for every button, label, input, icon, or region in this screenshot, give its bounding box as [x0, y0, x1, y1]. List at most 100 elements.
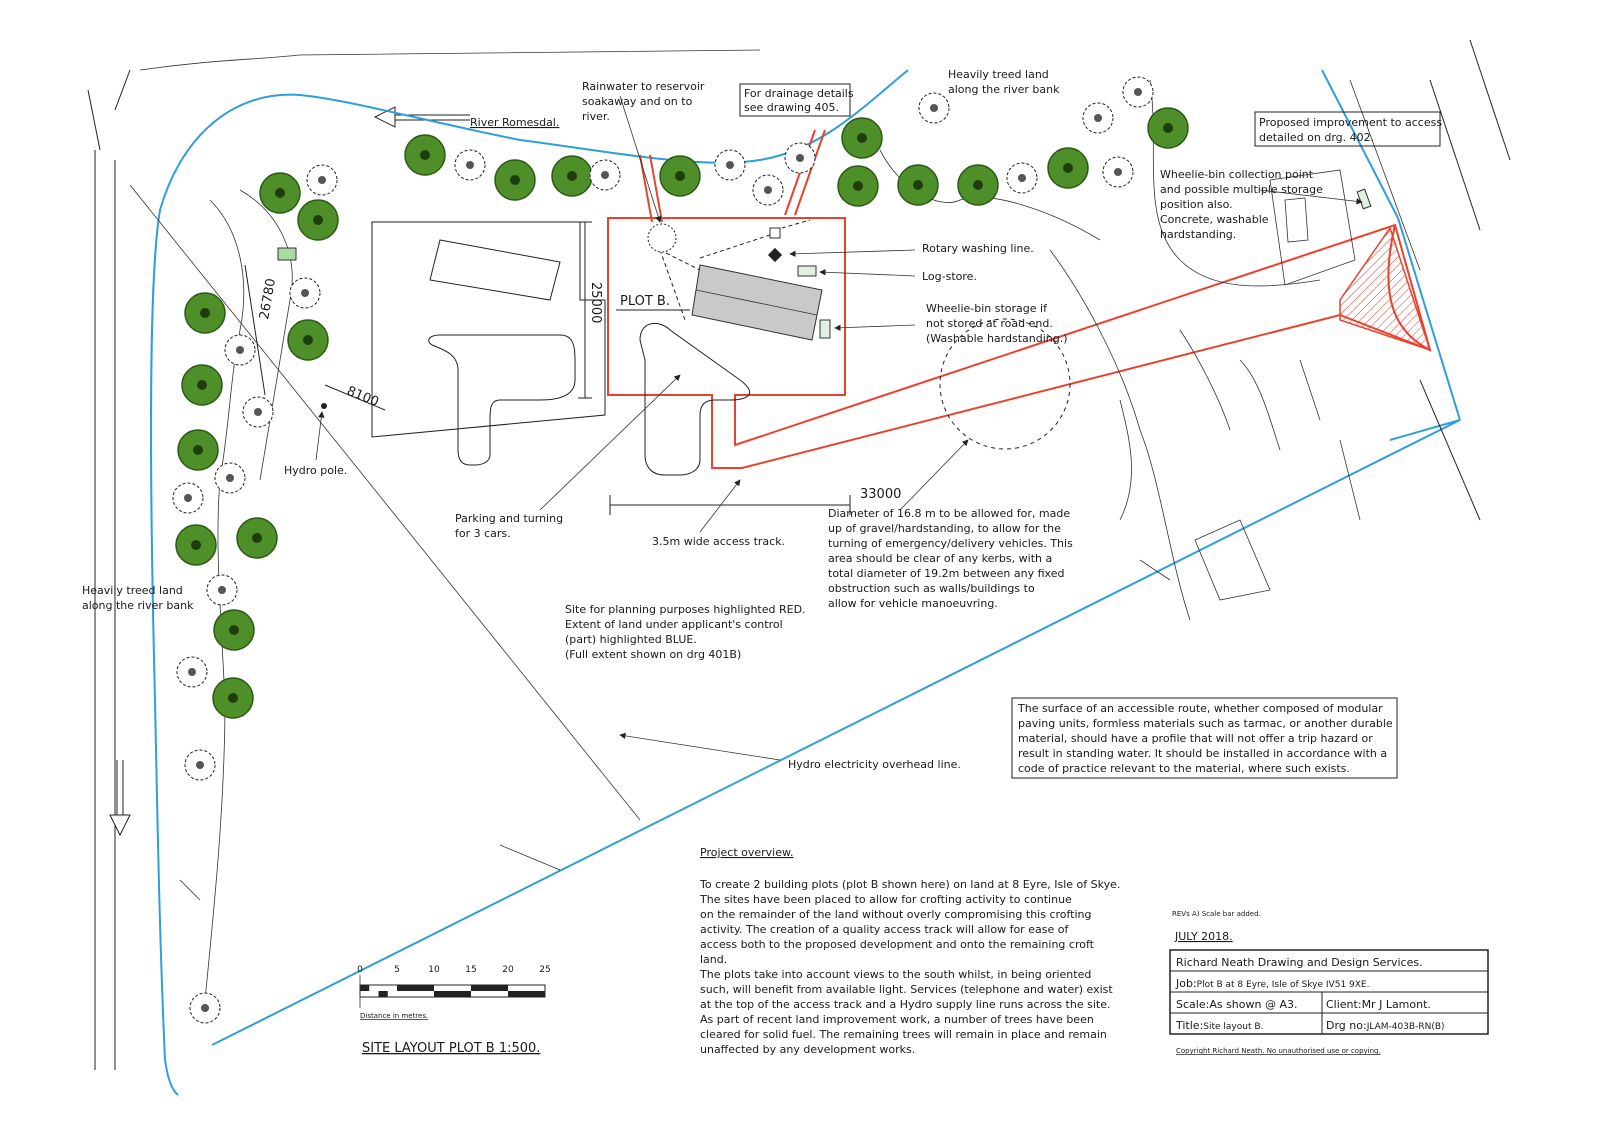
client-field: Client:Mr J Lamont. [1326, 998, 1431, 1011]
job-value: Plot B at 8 Eyre, Isle of Skye IV51 9XE. [1197, 980, 1370, 990]
leader-lines [315, 95, 1363, 761]
tree-icon [297, 199, 339, 241]
scale-tick: 5 [394, 965, 400, 975]
project-overview: Project overview. To create 2 building p… [699, 846, 1124, 1056]
title-field: Title:Site layout B. [1175, 1019, 1263, 1032]
drainage-note-box [739, 83, 851, 117]
tree-outline-icon [1122, 76, 1154, 108]
tree-icon [1047, 147, 1089, 189]
tree-icon [175, 524, 217, 566]
note-river: River Romesdal. [470, 116, 559, 129]
dim-33000: 33000 [860, 487, 901, 502]
tree-outline-icon [1006, 162, 1038, 194]
revision-note: REVs A) Scale bar added. [1172, 910, 1261, 918]
tree-outline-icon [714, 149, 746, 181]
tree-icon [181, 364, 223, 406]
note-access-track: 3.5m wide access track. [652, 535, 785, 548]
tree-outline-icon [176, 656, 208, 688]
drg-label: Drg no: [1326, 1019, 1367, 1032]
annotation-texts: Rainwater to reservoir soakaway and on t… [82, 68, 1446, 775]
tree-icon [837, 165, 879, 207]
note-access-improvement: Proposed improvement to access detailed … [1259, 116, 1446, 144]
tree-outline-icon [752, 174, 784, 206]
tree-icon [897, 164, 939, 206]
tree-outline-icon [306, 164, 338, 196]
scale-tick: 10 [428, 965, 440, 975]
tree-icon [659, 155, 701, 197]
scale-tick: 25 [539, 965, 550, 975]
note-drainage: For drainage details see drawing 405. [744, 87, 857, 114]
trees-green [175, 107, 1189, 719]
tree-icon [1147, 107, 1189, 149]
wheelie-bin-storage-icon [819, 319, 831, 339]
turning-circle [939, 318, 1071, 450]
tree-outline-icon [224, 334, 256, 366]
scale-tick: 20 [502, 965, 514, 975]
job-label: Job: [1175, 977, 1197, 990]
tree-outline-icon [1102, 156, 1134, 188]
tree-icon [236, 517, 278, 559]
tree-icon [841, 117, 883, 159]
plot-a-outline [371, 221, 606, 466]
client-value: Mr J Lamont. [1362, 998, 1431, 1011]
tree-icon [184, 292, 226, 334]
copyright-note: Copyright Richard Neath. No unauthorised… [1176, 1047, 1381, 1055]
tree-outline-icon [242, 396, 274, 428]
tree-icon [494, 159, 536, 201]
overview-body: To create 2 building plots (plot B shown… [699, 878, 1124, 1056]
plot-b-label: PLOT B. [620, 294, 670, 309]
bin-point-icon [1356, 188, 1372, 210]
scale-bar: 0 5 10 15 20 25 Distance in metres. [357, 965, 551, 1020]
road-left [87, 49, 761, 1070]
tree-icon [212, 677, 254, 719]
plot-b-site [607, 129, 1432, 476]
tree-icon [213, 609, 255, 651]
dim-8100: 8100 [345, 384, 381, 410]
dim-25000: 25000 [588, 282, 603, 323]
note-rotary: Rotary washing line. [922, 242, 1034, 255]
scale-field: Scale:As shown @ A3. [1176, 998, 1297, 1011]
dim-26780: 26780 [257, 277, 279, 320]
tree-outline-icon [206, 574, 238, 606]
drawing-date: JULY 2018. [1174, 930, 1233, 943]
scale-label: Scale: [1176, 998, 1209, 1011]
scale-tick: 0 [357, 965, 363, 975]
tree-icon [259, 172, 301, 214]
terrain-sketch [179, 79, 1361, 1001]
tree-outline-icon [289, 277, 321, 309]
scale-value: As shown @ A3. [1209, 998, 1297, 1011]
tree-icon [957, 164, 999, 206]
drg-value: JLAM-403B-RN(B) [1366, 1022, 1445, 1032]
log-store-icon [797, 265, 817, 277]
tree-outline-icon [184, 749, 216, 781]
title-block: REVs A) Scale bar added. JULY 2018. Rich… [1169, 910, 1489, 1055]
client-label: Client: [1326, 998, 1362, 1011]
drg-field: Drg no:JLAM-403B-RN(B) [1326, 1019, 1445, 1032]
note-rainwater: Rainwater to reservoir soakaway and on t… [582, 80, 708, 123]
title-value: Site layout B. [1203, 1022, 1263, 1032]
scale-caption: Distance in metres. [360, 1012, 428, 1020]
tree-outline-icon [918, 92, 950, 124]
hydro-overhead-line [129, 184, 641, 821]
tree-outline-icon [189, 992, 221, 1024]
title-label: Title: [1175, 1019, 1203, 1032]
applicant-control-boundary [150, 69, 1461, 1096]
rotary-washing-line-icon [767, 247, 783, 263]
tree-outline-icon [784, 142, 816, 174]
surface-note-box [1011, 697, 1398, 779]
dimension-lines [244, 221, 851, 515]
tree-icon [404, 134, 446, 176]
note-diameter: Diameter of 16.8 m to be allowed for, ma… [828, 507, 1076, 610]
tree-outline-icon [214, 462, 246, 494]
scale-tick: 15 [465, 965, 476, 975]
note-surface: The surface of an accessible route, whet… [1017, 702, 1396, 775]
tree-icon [287, 319, 329, 361]
drawing-title: SITE LAYOUT PLOT B 1:500. [362, 1041, 540, 1056]
river-flow-arrow-left-icon [109, 760, 131, 837]
overview-heading: Project overview. [700, 846, 793, 859]
trees-outline [172, 76, 1154, 1024]
note-hydro-pole: Hydro pole. [284, 464, 347, 477]
access-note-box [1254, 111, 1441, 147]
tree-outline-icon [1082, 102, 1114, 134]
